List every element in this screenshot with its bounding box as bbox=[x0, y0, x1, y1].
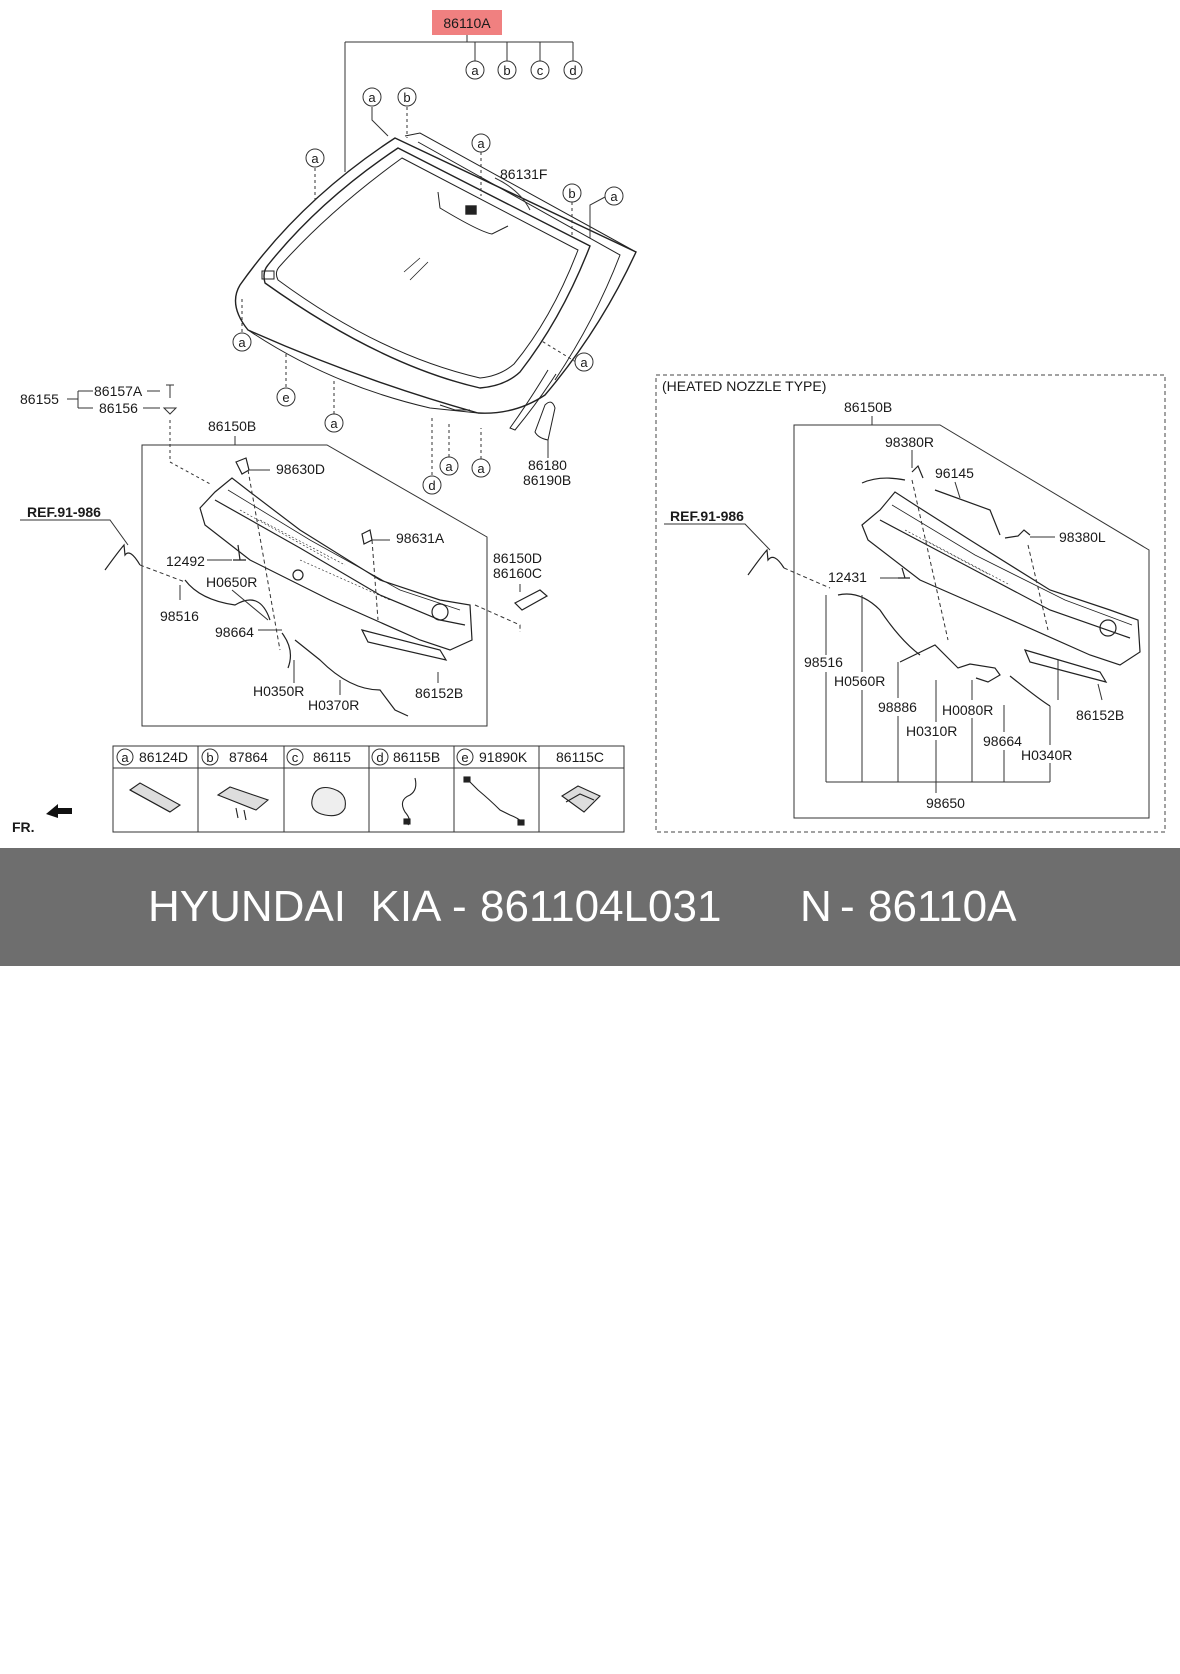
svg-text:d: d bbox=[569, 63, 576, 78]
svg-text:b: b bbox=[568, 186, 575, 201]
heated-nozzle-frame bbox=[655, 374, 1166, 833]
part-H0350R[interactable]: H0350R bbox=[253, 683, 304, 699]
legend-headers: a 86124D b 87864 c 86115 d 86115B e 9189… bbox=[116, 748, 604, 766]
part-H0310R[interactable]: H0310R bbox=[906, 723, 957, 739]
part-H0650R[interactable]: H0650R bbox=[206, 574, 257, 590]
part-86160C[interactable]: 86160C bbox=[493, 565, 542, 581]
bracket-callouts: a b c d bbox=[465, 60, 583, 80]
part-86152B-right[interactable]: 86152B bbox=[1076, 707, 1124, 723]
cowl-panel-right bbox=[747, 464, 1141, 707]
cowl-box-left bbox=[141, 444, 488, 727]
part-86156[interactable]: 86156 bbox=[99, 400, 138, 416]
main-part-highlight[interactable] bbox=[432, 10, 502, 35]
part-98664-right[interactable]: 98664 bbox=[983, 733, 1022, 749]
footer-dash-2: - bbox=[840, 882, 855, 931]
svg-text:a: a bbox=[330, 416, 338, 431]
part-12431[interactable]: 12431 bbox=[828, 569, 867, 585]
part-H0340R[interactable]: H0340R bbox=[1021, 747, 1072, 763]
main-part-label[interactable]: 86110A bbox=[443, 15, 491, 31]
svg-text:a: a bbox=[477, 136, 485, 151]
part-86131F[interactable]: 86131F bbox=[500, 166, 547, 182]
part-12492[interactable]: 12492 bbox=[166, 553, 205, 569]
svg-text:b: b bbox=[403, 90, 410, 105]
footer-code: 86110A bbox=[868, 882, 1017, 931]
svg-text:a: a bbox=[610, 189, 618, 204]
part-98516[interactable]: 98516 bbox=[160, 608, 199, 624]
svg-text:a: a bbox=[477, 461, 485, 476]
part-98650[interactable]: 98650 bbox=[926, 795, 965, 811]
front-arrow-icon bbox=[46, 804, 72, 818]
part-98380R[interactable]: 98380R bbox=[885, 434, 934, 450]
heated-nozzle-title: (HEATED NOZZLE TYPE) bbox=[662, 378, 826, 394]
svg-text:a: a bbox=[445, 459, 453, 474]
front-indicator-label: FR. bbox=[12, 819, 35, 835]
part-86150D[interactable]: 86150D bbox=[493, 550, 542, 566]
svg-text:c: c bbox=[292, 750, 299, 765]
svg-text:a: a bbox=[471, 63, 479, 78]
cowl-leaders-right bbox=[664, 450, 1103, 793]
svg-text:a: a bbox=[238, 335, 246, 350]
part-98380L[interactable]: 98380L bbox=[1059, 529, 1106, 545]
part-H0560R[interactable]: H0560R bbox=[834, 673, 885, 689]
part-96145[interactable]: 96145 bbox=[935, 465, 974, 481]
part-86150B-left[interactable]: 86150B bbox=[208, 418, 256, 434]
part-86155[interactable]: 86155 bbox=[20, 391, 59, 407]
windshield-callouts: a b a a b a a e a a a a d bbox=[232, 87, 624, 495]
footer-brand: HYUNDAI KIA bbox=[148, 882, 442, 931]
part-H0370R[interactable]: H0370R bbox=[308, 697, 359, 713]
footer-dash-1: - bbox=[452, 882, 467, 931]
part-98886[interactable]: 98886 bbox=[878, 699, 917, 715]
svg-text:b: b bbox=[503, 63, 510, 78]
cowl-panel-left bbox=[104, 457, 549, 717]
svg-text:a: a bbox=[121, 750, 129, 765]
part-86150B-right[interactable]: 86150B bbox=[844, 399, 892, 415]
footer-n: N bbox=[800, 882, 832, 931]
svg-text:a: a bbox=[368, 90, 376, 105]
part-86157A[interactable]: 86157A bbox=[94, 383, 143, 399]
windshield-glass bbox=[234, 132, 637, 441]
svg-text:e: e bbox=[282, 390, 289, 405]
cowl-leaders-left bbox=[20, 469, 521, 695]
svg-text:b: b bbox=[206, 750, 213, 765]
part-98516-right[interactable]: 98516 bbox=[804, 654, 843, 670]
legend-part-86115[interactable]: 86115 bbox=[313, 749, 351, 765]
legend-part-91890K[interactable]: 91890K bbox=[479, 749, 528, 765]
part-86180[interactable]: 86180 bbox=[528, 457, 567, 473]
svg-text:a: a bbox=[311, 151, 319, 166]
footer-bar: HYUNDAI KIA - 861104L031 N - 86110A bbox=[0, 848, 1180, 966]
legend-part-87864[interactable]: 87864 bbox=[229, 749, 268, 765]
svg-text:d: d bbox=[428, 478, 435, 493]
svg-text:d: d bbox=[376, 750, 383, 765]
legend-table bbox=[112, 745, 625, 833]
parts-diagram: 86110A a b c d bbox=[12, 10, 1166, 835]
ref-91-986-right[interactable]: REF.91-986 bbox=[670, 508, 744, 524]
windshield-leaders bbox=[241, 107, 606, 475]
ref-91-986-left[interactable]: REF.91-986 bbox=[27, 504, 101, 520]
svg-text:c: c bbox=[537, 63, 544, 78]
svg-text:e: e bbox=[461, 750, 468, 765]
legend-part-86115B[interactable]: 86115B bbox=[393, 749, 440, 765]
part-98631A[interactable]: 98631A bbox=[396, 530, 445, 546]
main-part-bracket bbox=[344, 35, 574, 172]
legend-illustrations bbox=[128, 776, 601, 826]
svg-text:a: a bbox=[580, 355, 588, 370]
part-98630D[interactable]: 98630D bbox=[276, 461, 325, 477]
legend-part-86115C[interactable]: 86115C bbox=[556, 749, 604, 765]
legend-part-86124D[interactable]: 86124D bbox=[139, 749, 188, 765]
part-86190B[interactable]: 86190B bbox=[523, 472, 571, 488]
footer-part-number: 861104L031 bbox=[480, 882, 722, 931]
cowl-box-right bbox=[793, 424, 1150, 819]
fastener-bracket bbox=[67, 384, 213, 486]
part-98664[interactable]: 98664 bbox=[215, 624, 254, 640]
part-86152B-left[interactable]: 86152B bbox=[415, 685, 463, 701]
part-H0080R[interactable]: H0080R bbox=[942, 702, 993, 718]
